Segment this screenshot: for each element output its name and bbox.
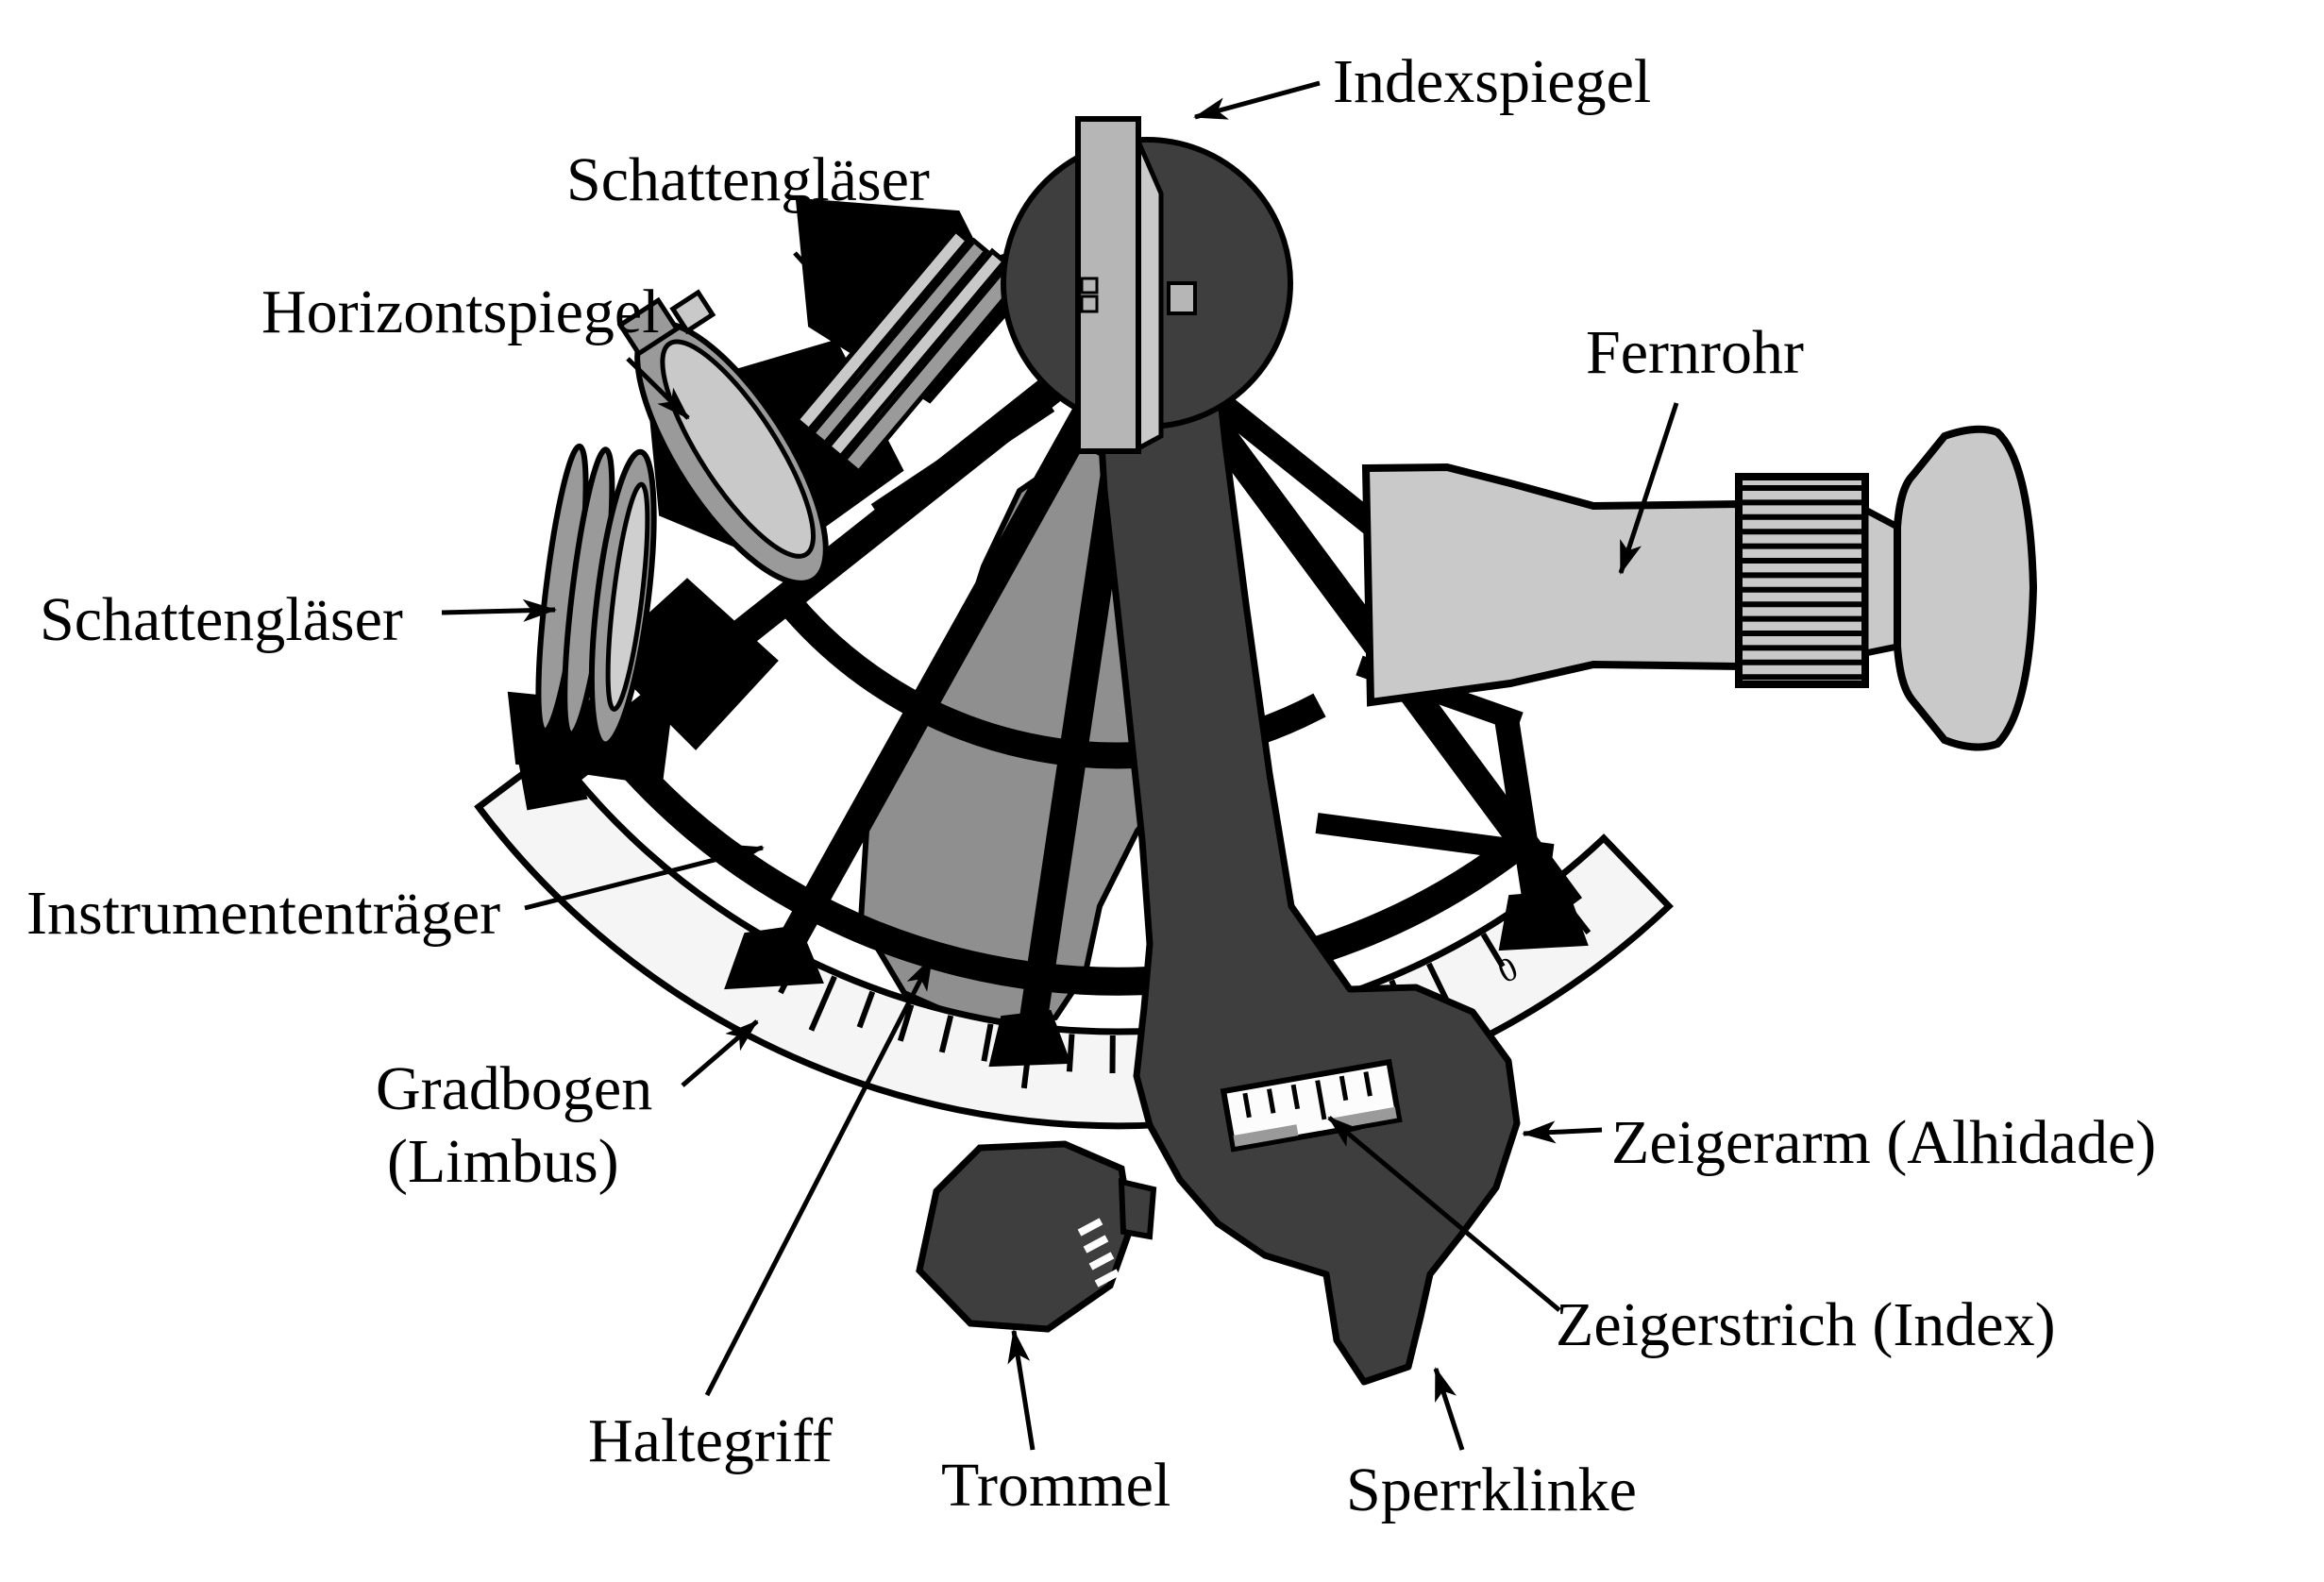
label-schattenglaeser-left: Schattengläser <box>40 585 403 654</box>
drum-knurling <box>1077 1218 1120 1287</box>
leader-zeigerstrich <box>1327 1116 1561 1312</box>
label-fernrohr: Fernrohr <box>1586 318 1804 387</box>
index-mirror-clips <box>1080 277 1197 315</box>
label-horizontspiegel: Horizontspiegel <box>261 278 660 346</box>
telescope-eyepiece <box>1894 425 2038 751</box>
label-indexspiegel: Indexspiegel <box>1333 47 1651 116</box>
label-instrumententraeger: Instrumententräger <box>26 879 500 948</box>
leader-haltegriff <box>704 956 935 1397</box>
leader-trommel <box>1007 1329 1036 1451</box>
leader-horizontspiegel <box>626 357 690 420</box>
label-limbus: (Limbus) <box>387 1127 619 1196</box>
label-sperrklinke: Sperrklinke <box>1346 1456 1637 1524</box>
frame-bar-right-cross <box>1315 813 1555 865</box>
telescope-body <box>1361 463 1743 707</box>
telescope-focus-ring <box>1735 473 1869 688</box>
drum-shaft <box>1118 1178 1157 1240</box>
telescope-neck <box>1861 504 1901 658</box>
leader-gradbogen <box>681 1019 759 1087</box>
frame-bar-mirror <box>870 391 1055 525</box>
frame-foot-midleft <box>724 924 824 990</box>
index-mirror-edge <box>1136 141 1164 453</box>
telescope <box>1361 425 2038 751</box>
frame-foot-center <box>988 1009 1071 1068</box>
index-arm <box>1089 298 1521 1386</box>
label-zeigerarm: Zeigerarm (Alhidade) <box>1611 1108 2156 1177</box>
leader-arrows <box>441 80 1679 1451</box>
label-haltegriff: Haltegriff <box>588 1406 833 1475</box>
leader-schattenglaeser-left <box>441 598 557 622</box>
label-gradbogen: Gradbogen <box>376 1054 652 1123</box>
label-trommel: Trommel <box>941 1451 1170 1520</box>
part-labels: IndexspiegelSchattengläserHorizontspiege… <box>26 47 2156 1524</box>
label-schattenglaeser-upper: Schattengläser <box>566 145 930 214</box>
label-zeigerstrich: Zeigerstrich (Index) <box>1556 1290 2056 1359</box>
leader-sperrklinke <box>1433 1367 1465 1451</box>
frame-arc-outer <box>604 738 1522 996</box>
focus-ring-ribs <box>1742 485 1862 681</box>
frame-bar-telescope-upper <box>1209 391 1391 544</box>
leader-schattenglaeser-upper <box>793 251 849 312</box>
shade-glasses-upper <box>793 227 1024 476</box>
shade-glasses-left <box>535 443 657 748</box>
leader-zeigerarm <box>1522 1120 1603 1144</box>
leader-instrumententraeger <box>524 844 765 911</box>
horizon-mirror <box>616 289 829 586</box>
frame-foot-right <box>1498 889 1589 951</box>
micrometer-drum <box>916 1140 1135 1333</box>
leader-fernrohr <box>1618 402 1679 575</box>
leader-indexspiegel <box>1193 80 1321 120</box>
vernier-ticks <box>1242 1071 1373 1120</box>
